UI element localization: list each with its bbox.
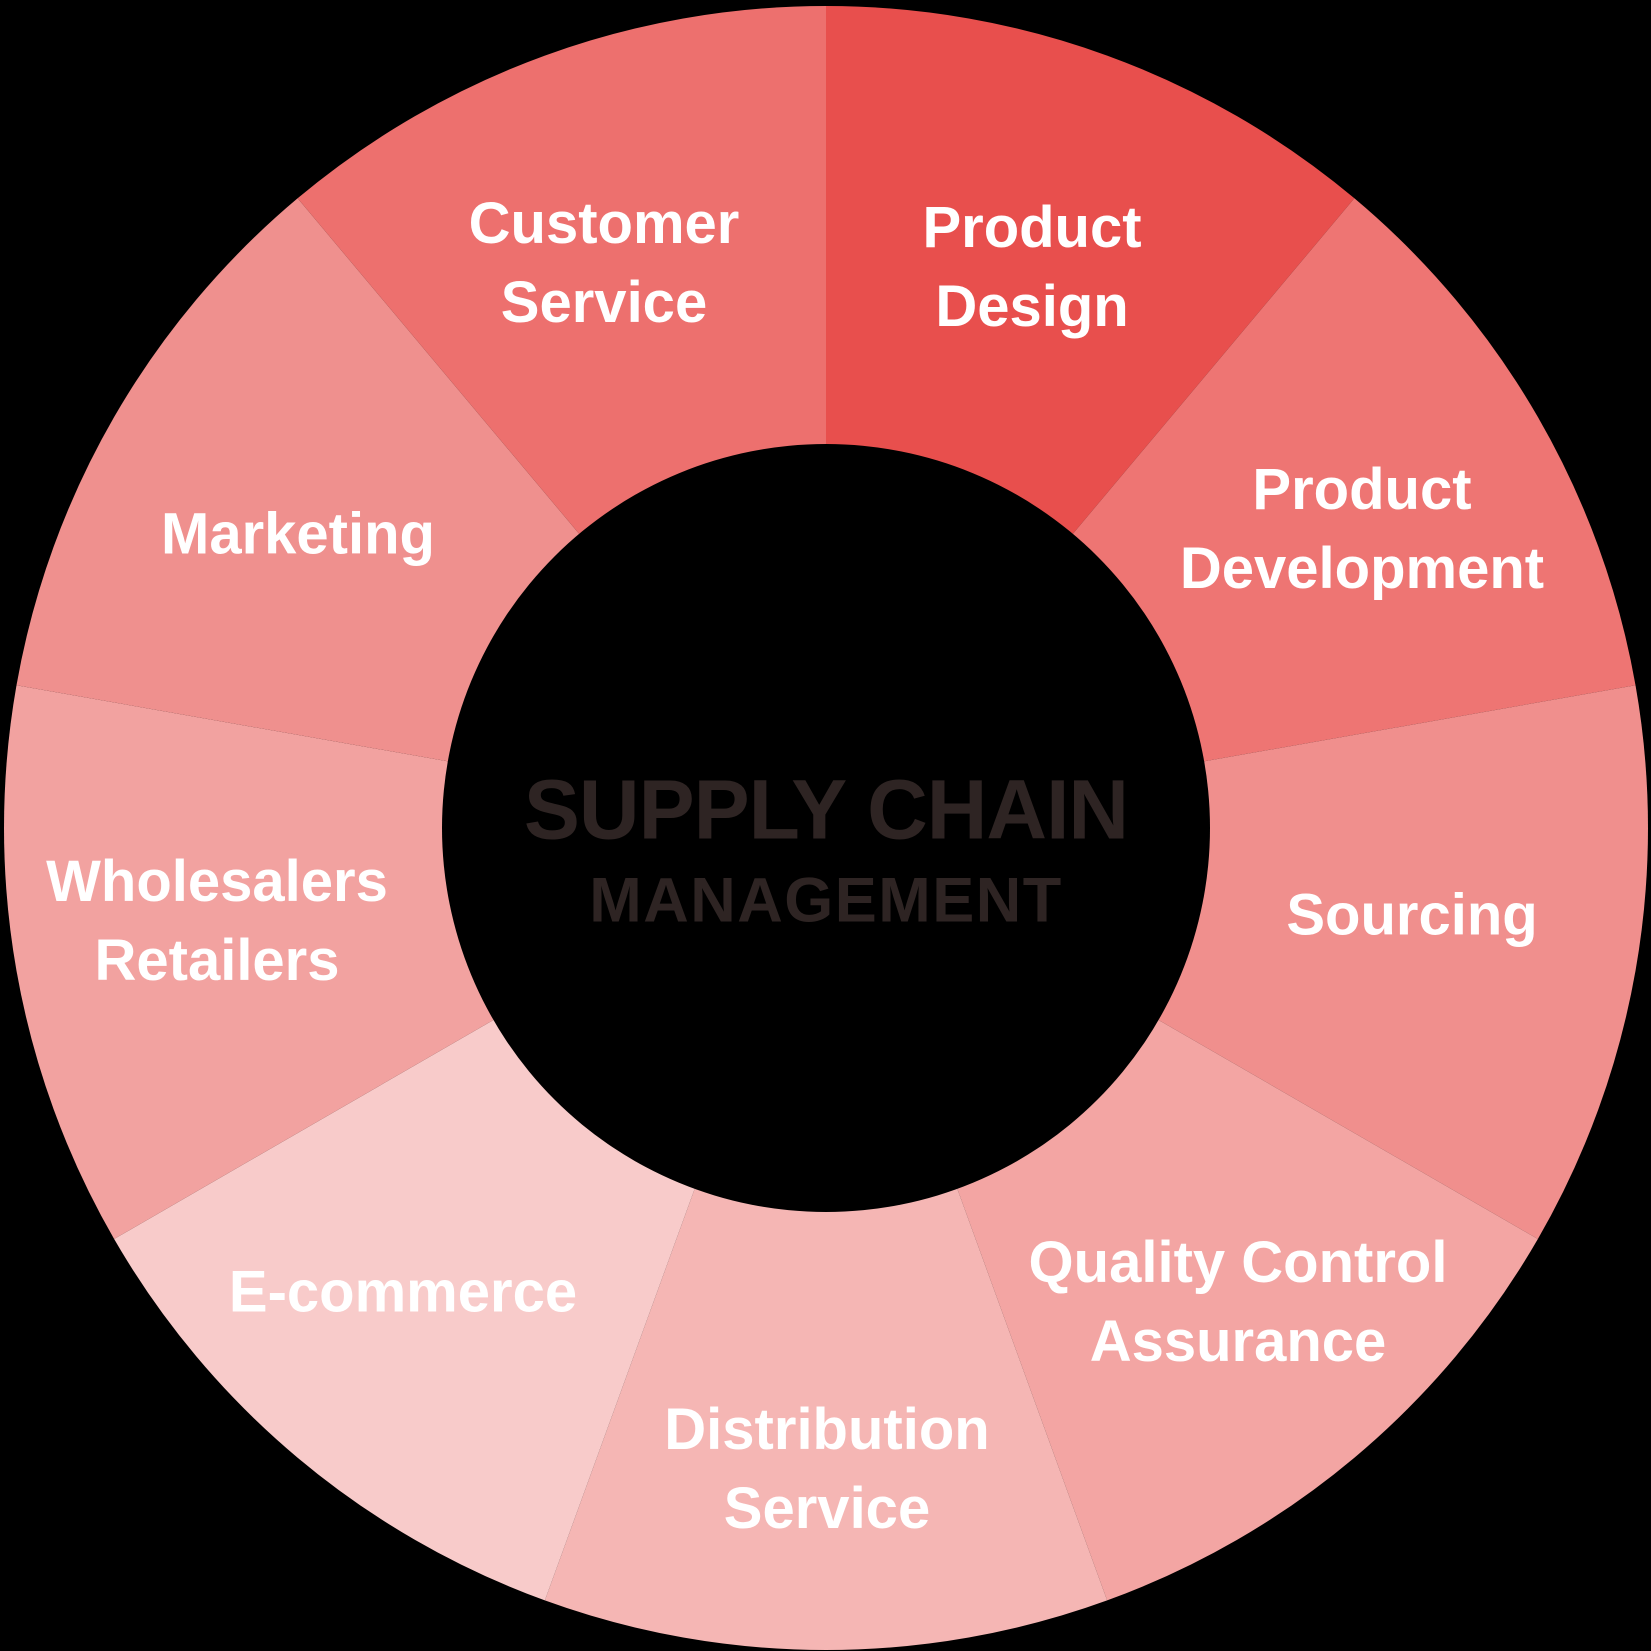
center-title-main: SUPPLY CHAIN	[523, 762, 1129, 857]
chart-center-title: SUPPLY CHAIN MANAGEMENT	[523, 762, 1129, 936]
slice-distribution-service	[544, 828, 1108, 1651]
center-title-sub: MANAGEMENT	[589, 865, 1063, 936]
donut-hole	[442, 444, 1210, 1212]
